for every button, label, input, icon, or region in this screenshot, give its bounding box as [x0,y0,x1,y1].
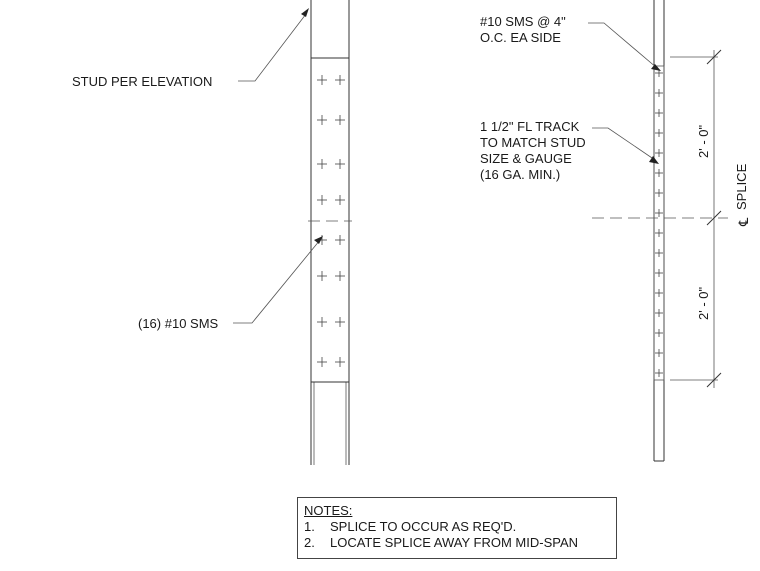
note-text: LOCATE SPLICE AWAY FROM MID-SPAN [330,535,579,550]
leader-arrowhead [651,64,661,71]
sms-spacing-label-line2: O.C. EA SIDE [480,30,561,45]
dimension-tick [706,49,722,65]
leader-line [588,22,658,69]
splice-track-plate [310,57,350,383]
stud-elevation-view [308,0,352,465]
note-text: SPLICE TO OCCUR AS REQ'D. [330,519,517,534]
note-item: 2. LOCATE SPLICE AWAY FROM MID-SPAN [304,535,610,551]
section-track [653,65,665,381]
note-number: 2. [304,535,315,550]
dimension-tick [706,210,722,226]
track-label-line1: 1 1/2" FL TRACK [480,119,580,134]
dimension-upper-label: 2' - 0" [696,125,711,158]
notes-title: NOTES: [304,503,353,518]
leader-line [233,239,321,324]
screw-pattern [317,75,345,367]
sms-leader [233,236,323,324]
dimension-string [670,49,722,388]
leader-line [238,13,307,82]
note-item: 1. SPLICE TO OCCUR AS REQ'D. [304,519,610,535]
screw-row [655,69,663,377]
splice-label: SPLICE [734,163,749,210]
notes-box: NOTES: 1. SPLICE TO OCCUR AS REQ'D. 2. LOC… [297,497,617,559]
track-leader [592,127,659,164]
sms-count-label: (16) #10 SMS [138,316,219,331]
stud-leader [238,8,309,82]
leader-arrowhead [649,156,659,164]
leader-arrowhead [301,8,309,17]
stud-per-elevation-label: STUD PER ELEVATION [72,74,212,89]
dimension-tick [706,372,722,388]
centerline-symbol: ℄ [736,217,751,227]
dimension-lower-label: 2' - 0" [696,287,711,320]
leader-arrowhead [314,236,323,244]
leader-line [592,127,656,161]
stud-section-view [653,0,665,462]
track-label-line2: TO MATCH STUD [480,135,586,150]
track-label-line3: SIZE & GAUGE [480,151,572,166]
track-label-line4: (16 GA. MIN.) [480,167,560,182]
sms-spacing-label-line1: #10 SMS @ 4" [480,14,566,29]
note-number: 1. [304,519,315,534]
sms-spacing-leader [588,22,661,71]
